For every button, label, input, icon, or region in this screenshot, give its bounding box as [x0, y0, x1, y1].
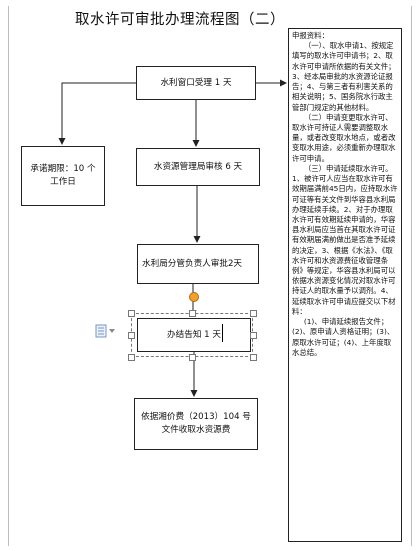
materials-section-2: （二）申请变更取水许可、取水许可持证人需要调整取水量，或者改变取水地点，或者改变…: [292, 112, 396, 163]
resize-handle-top-right[interactable]: [250, 310, 257, 317]
resize-handle-bottom-right[interactable]: [250, 354, 257, 361]
resize-handle-top-left[interactable]: [128, 310, 135, 317]
text-cursor: [222, 324, 223, 342]
resize-handle-bottom-left[interactable]: [128, 354, 135, 361]
materials-section-3: （三）申请延续取水许可。1、被许可人应当在取水许可有效期届满前45日内，应持取水…: [292, 163, 398, 316]
materials-panel[interactable]: 申报资料： （一）、取水申请1、按规定填写的取水许可申请书；2、取水许可申请所依…: [288, 28, 402, 542]
resize-handle-right[interactable]: [250, 332, 257, 339]
node-leader-approval[interactable]: 水利局分管负责人审批2天: [137, 244, 259, 284]
node-window-accept[interactable]: 水利窗口受理 1 天: [136, 66, 256, 100]
selection-frame[interactable]: [131, 313, 253, 357]
layout-options-icon[interactable]: [95, 324, 117, 338]
node-notice[interactable]: 办结告知 1 天: [137, 318, 251, 352]
page-margin-lines: [8, 6, 412, 546]
materials-section-3-list: (1)、申请延续报告文件；(2)、原申请人资格证明；(3)、原取水许可证；(4)…: [292, 317, 395, 357]
node-water-bureau-review[interactable]: 水资源管理局审核 6 天: [136, 148, 260, 186]
resize-handle-left[interactable]: [128, 332, 135, 339]
page-title: 取水许可审批办理流程图（二）: [75, 12, 285, 28]
node-collect-fee[interactable]: 依据湘价费（2013）104 号文件收取水资源费: [134, 398, 258, 450]
materials-section-1: （一）、取水申请1、按规定填写的取水许可申请书；2、取水许可申请所依据的有关文件…: [292, 41, 396, 112]
materials-heading: 申报资料：: [292, 31, 329, 40]
arrow-accept-to-promise: [58, 82, 136, 145]
resize-handle-bottom[interactable]: [189, 354, 196, 361]
resize-handle-top[interactable]: [189, 310, 196, 317]
rotate-handle[interactable]: [189, 292, 199, 302]
node-promise-period[interactable]: 承诺期限：10 个工作日: [21, 146, 105, 206]
